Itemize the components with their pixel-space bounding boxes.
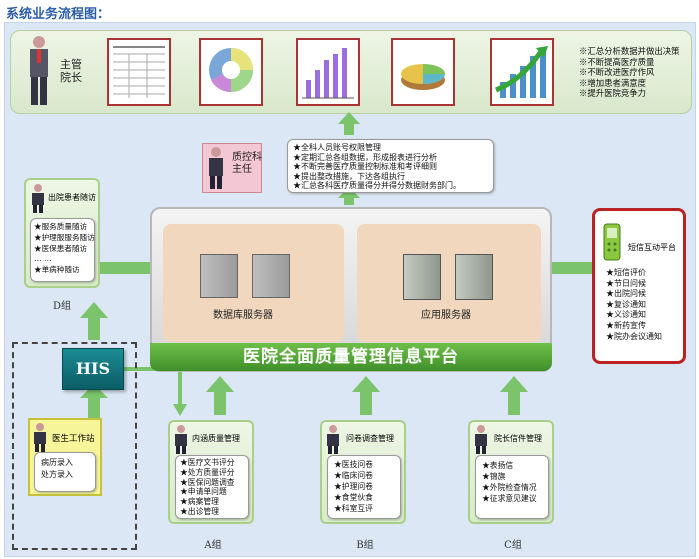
mobile-phone-icon (603, 223, 621, 261)
sms-platform-title: 短信互动平台 (628, 243, 676, 252)
arrow-his-to-followup (80, 302, 108, 340)
director-figure-icon (30, 36, 48, 105)
sms-items: ★短信评价★节日问候★出院问候★复诊通知★义诊通知★新药宣传★院办会议通知 (606, 268, 662, 341)
app-server-icon (455, 254, 493, 300)
doctor-workstation-list: 病历录入处方录入 (34, 452, 96, 492)
group-b-list: ★医技问卷★临床问卷★护理问卷★食堂伙食★科室互评 (327, 455, 401, 519)
arrow-followup-to-platform (100, 254, 178, 282)
group-b-title: 问卷调查管理 (346, 434, 394, 443)
group-a-title: 内涵质量管理 (192, 434, 240, 443)
app-server-panel (357, 224, 541, 342)
app-server-label: 应用服务器 (421, 310, 471, 321)
qc-duties-box: ★全科人员账号权限管理★定期汇总各组数据，形成报表进行分析★不断完善医疗质量控制… (287, 139, 494, 193)
his-boundary (12, 342, 137, 550)
group-b-label: B组 (356, 540, 374, 551)
report-table-thumbnail (107, 38, 171, 106)
doctor-workstation-title: 医生工作站 (52, 434, 95, 444)
db-server-icon (252, 254, 290, 298)
platform-title: 医院全面质量管理信息平台 (150, 343, 552, 371)
director-bullets: ※汇总分析数据并做出决策※不断提高医疗质量※不断改进医疗作风※增加患者满意度※提… (579, 46, 680, 99)
group-d-label: D组 (52, 301, 72, 312)
arrow-a-to-platform (206, 376, 234, 415)
donut-chart-thumbnail (199, 38, 263, 106)
db-server-label: 数据库服务器 (213, 310, 273, 321)
followup-staff-icon (32, 184, 44, 213)
discharge-followup-title: 出院患者随访 (48, 193, 96, 202)
growth-chart-thumbnail (490, 38, 554, 106)
group-a-label: A组 (204, 540, 222, 551)
discharge-followup-list: ★服务质量随访★护理服服务随访★医保患者随访… …★单病种随访 (30, 218, 95, 282)
group-b-staff-icon (327, 425, 339, 454)
qc-director-label: 质控科主任 (232, 152, 262, 175)
qc-director-figure-icon (209, 147, 223, 189)
arrow-b-to-platform (352, 376, 380, 415)
db-server-icon (200, 254, 238, 298)
group-c-title: 院长信件管理 (494, 434, 542, 443)
group-a-list: ★医疗文书评分★处方质量评分★医保问题调查★申请单问题★病案管理★出诊管理 (175, 455, 249, 519)
arrow-platform-to-qc (338, 187, 360, 205)
bar-chart-thumbnail (296, 38, 360, 106)
group-c-staff-icon (475, 425, 487, 454)
group-c-label: C组 (504, 540, 522, 551)
group-c-list: ★表扬信★锦旗★外院检查情况★征求意见建议 (475, 455, 549, 519)
arrow-c-to-platform (500, 376, 528, 415)
director-label: 主管院长 (60, 58, 82, 84)
doctor-figure-icon (34, 423, 46, 452)
arrow-workstation-to-his (80, 384, 108, 420)
3d-pie-thumbnail (391, 38, 455, 106)
page-title: 系统业务流程图： (6, 7, 111, 22)
arrow-qc-to-director (338, 112, 360, 135)
group-a-staff-icon (175, 425, 187, 454)
app-server-icon (403, 254, 441, 300)
his-system: HIS (62, 348, 124, 390)
